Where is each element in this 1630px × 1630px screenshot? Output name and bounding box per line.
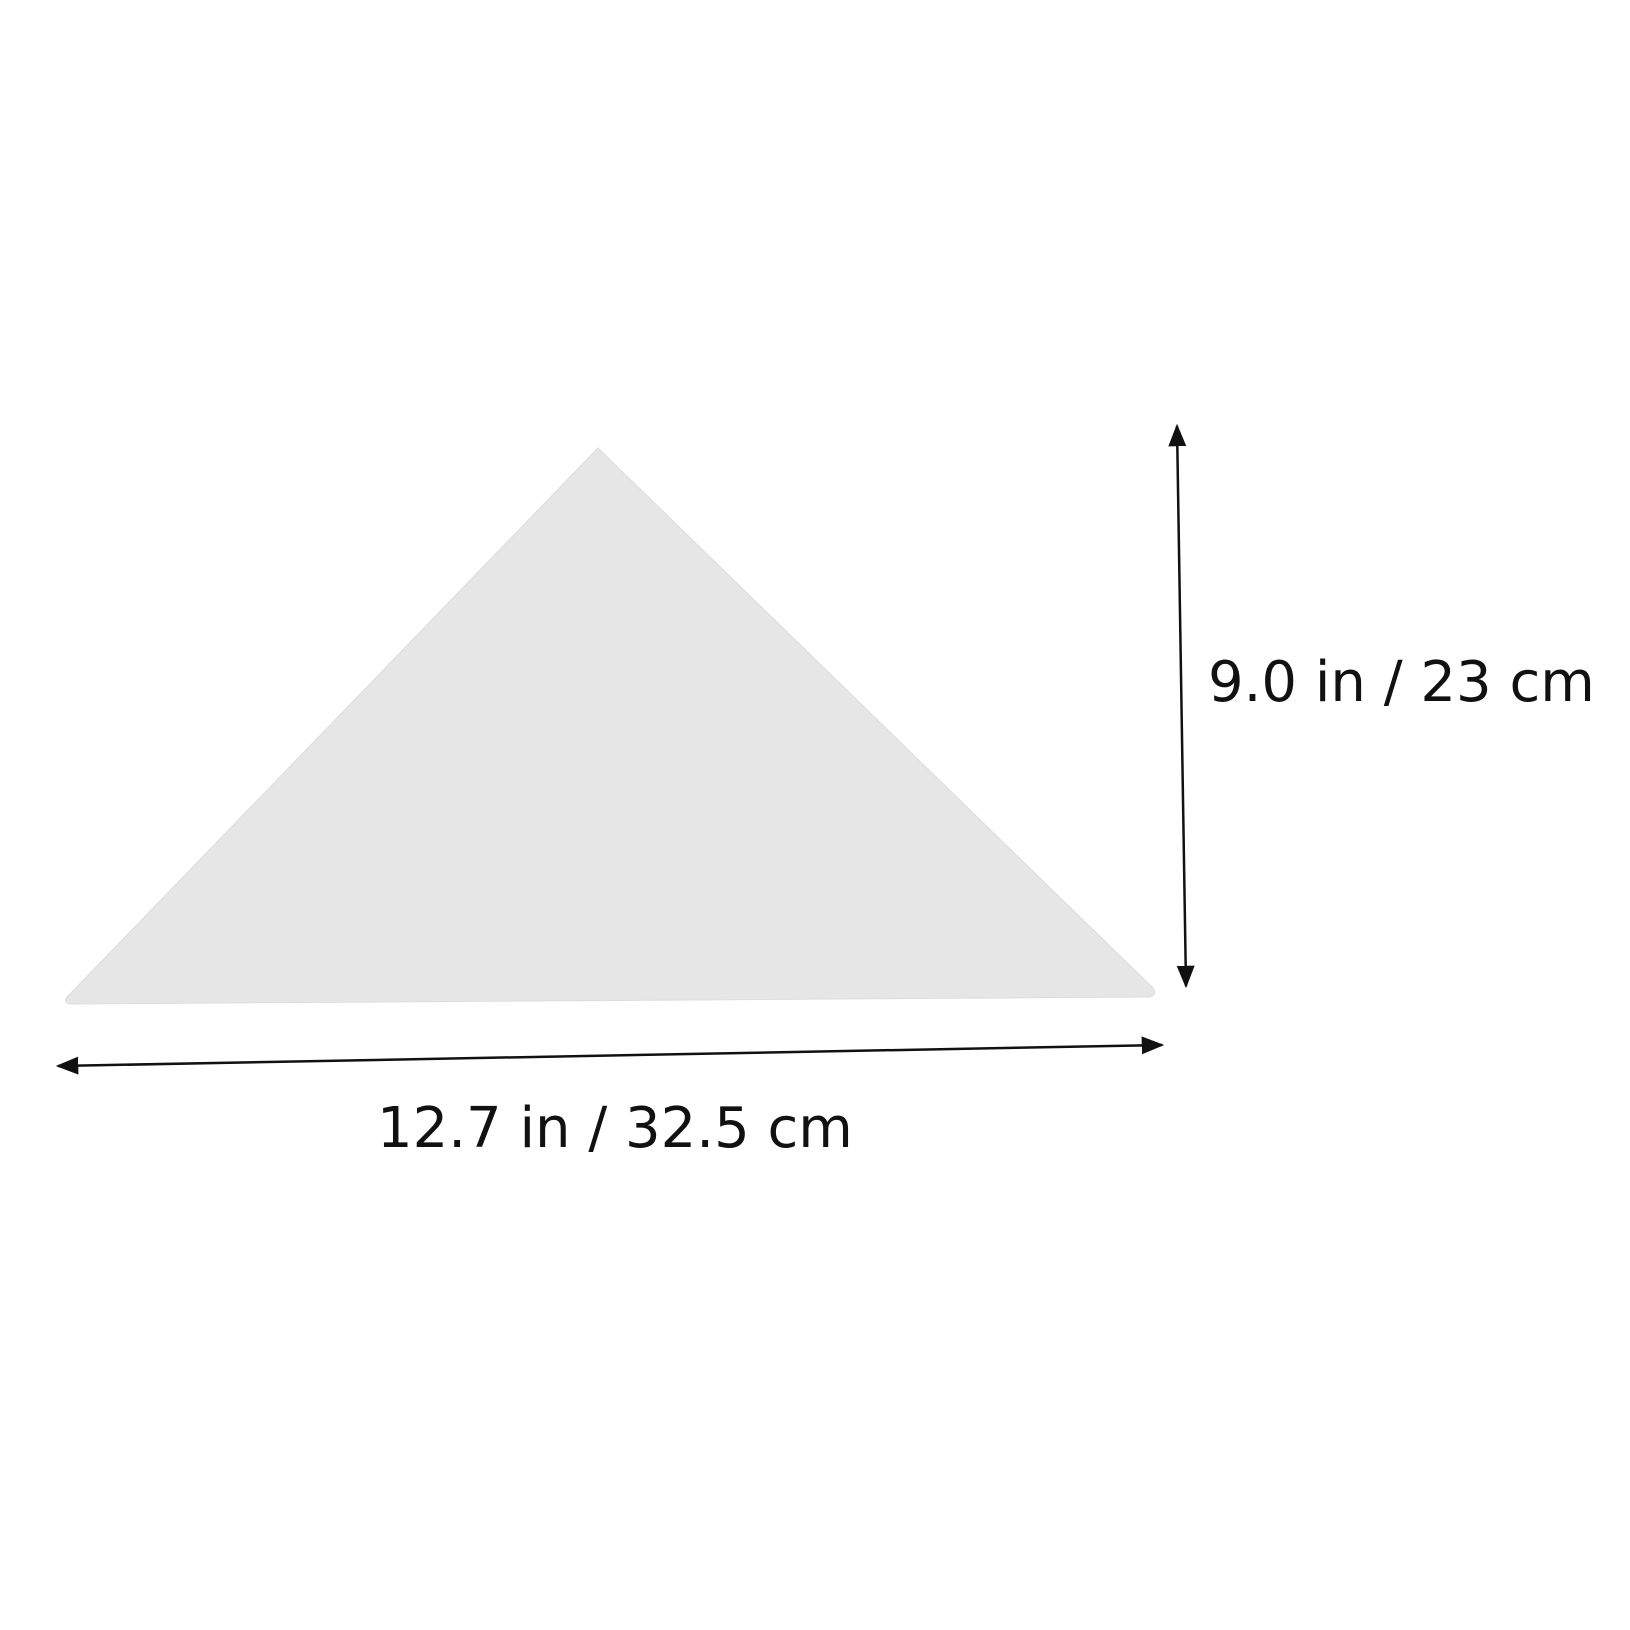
height-dimension-label: 9.0 in / 23 cm — [1208, 650, 1595, 715]
width-dimension-label: 12.7 in / 32.5 cm — [377, 1096, 853, 1161]
triangle-shape — [65, 447, 1156, 1005]
height-dimension-arrow — [1168, 423, 1195, 989]
width-dimension-arrow — [55, 1036, 1165, 1075]
